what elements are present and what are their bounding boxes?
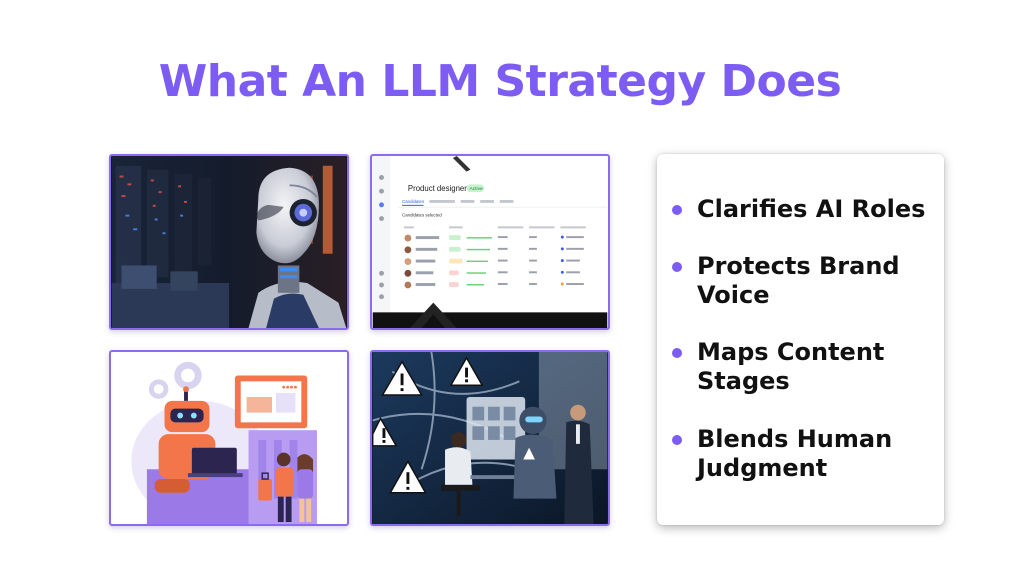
dashboard-section-heading: Candidates selected xyxy=(402,213,442,218)
bullet-dot-icon xyxy=(672,348,682,358)
bullet-card: Clarifies AI Roles Protects Brand Voice … xyxy=(657,154,944,525)
dashboard-status-badge: Active xyxy=(469,186,483,192)
robot-laptop-illustration-icon xyxy=(111,352,347,524)
robot-illustration xyxy=(109,350,349,526)
bullet-dot-icon xyxy=(672,205,682,215)
bullet-dot-icon xyxy=(672,435,682,445)
bullet-text: Protects Brand Voice xyxy=(697,252,900,309)
office-photo xyxy=(370,350,610,526)
bullet-dot-icon xyxy=(672,262,682,272)
humanoid-robot-icon xyxy=(111,156,347,328)
bullet-text: Blends Human Judgment xyxy=(697,425,893,482)
dashboard-job-title: Product designer xyxy=(408,184,467,193)
dashboard-screenshot: Product designer Active Candidates Candi… xyxy=(370,154,610,330)
bullet-text: Clarifies AI Roles xyxy=(697,195,926,223)
robot-worker-warning-icon xyxy=(372,352,608,524)
robot-photo xyxy=(109,154,349,330)
slide-title: What An LLM Strategy Does xyxy=(158,56,842,107)
hiring-dashboard-icon: Product designer Active Candidates Candi… xyxy=(372,156,608,328)
dashboard-active-tab: Candidates xyxy=(402,199,425,204)
bullet-text: Maps Content Stages xyxy=(697,338,885,395)
